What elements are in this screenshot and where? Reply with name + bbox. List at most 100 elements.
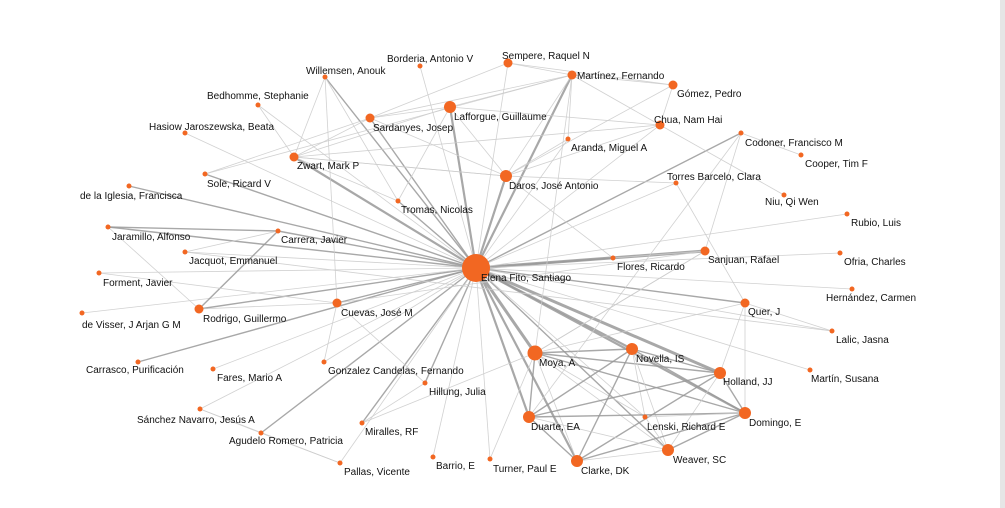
edge-novella-is--lenski-richard-e: [631, 348, 646, 418]
node-label-novella-is: Novella, IS: [636, 354, 685, 365]
node-weaver-sc[interactable]: [662, 444, 674, 456]
edge-carrera-javier--rodrigo-guillermo: [198, 230, 279, 310]
node-de-visser-j-arjan-g-m[interactable]: [79, 310, 85, 316]
edge-moya-a--holland-jj: [534, 352, 721, 374]
node-forment-javier[interactable]: [96, 270, 102, 276]
node-gonzalez-candelas-fernando[interactable]: [321, 359, 327, 365]
node-label-sanjuan-rafael: Sanjuan, Rafael: [708, 255, 779, 266]
edge-elena-fito-santiago--sardanyes-josep: [369, 117, 477, 269]
edge-holland-jj--duarte-ea: [528, 372, 721, 418]
edge-flores-ricardo--daros-jose-antonio: [505, 175, 614, 259]
node-fares-mario-a[interactable]: [210, 366, 216, 372]
node-label-lafforgue-guillaume: Lafforgue, Guillaume: [454, 112, 547, 123]
node-chua-nam-hai[interactable]: [655, 120, 665, 130]
node-carrasco-purificacion[interactable]: [135, 359, 141, 365]
node-quer-j[interactable]: [740, 298, 750, 308]
node-jacquot-emmanuel[interactable]: [182, 249, 188, 255]
node-sanchez-navarro-jesus-a[interactable]: [197, 406, 203, 412]
node-label-jaramillo-alfonso: Jaramillo, Alfonso: [112, 232, 191, 243]
node-label-jacquot-emmanuel: Jacquot, Emmanuel: [189, 256, 277, 267]
node-rodrigo-guillermo[interactable]: [194, 304, 204, 314]
node-zwart-mark-p[interactable]: [289, 152, 299, 162]
node-hernandez-carmen[interactable]: [849, 286, 855, 292]
node-carrera-javier[interactable]: [275, 228, 281, 234]
node-label-bedhomme-stephanie: Bedhomme, Stephanie: [207, 91, 309, 102]
edge-codoner-francisco-m--duarte-ea: [528, 132, 742, 418]
node-moya-a[interactable]: [527, 345, 543, 361]
node-duarte-ea[interactable]: [523, 411, 535, 423]
edge-cuevas-jose-m--hillung-julia: [336, 302, 426, 384]
edge-jaramillo-alfonso--carrera-javier: [107, 226, 279, 232]
node-cooper-tim-f[interactable]: [798, 152, 804, 158]
node-novella-is[interactable]: [626, 343, 638, 355]
node-martinez-fernando[interactable]: [567, 70, 577, 80]
node-cuevas-jose-m[interactable]: [332, 298, 342, 308]
node-label-domingo-e: Domingo, E: [749, 418, 802, 429]
node-sardanyes-josep[interactable]: [365, 113, 375, 123]
node-codoner-francisco-m[interactable]: [738, 130, 744, 136]
node-lalic-jasna[interactable]: [829, 328, 835, 334]
node-label-moya-a: Moya, A: [539, 358, 575, 369]
edge-sanjuan-rafael--moya-a: [534, 250, 706, 354]
node-willemsen-anouk[interactable]: [322, 74, 328, 80]
node-martin-susana[interactable]: [807, 367, 813, 373]
node-turner-paul-e[interactable]: [487, 456, 493, 462]
node-label-de-la-iglesia-francisca: de la Iglesia, Francisca: [80, 191, 183, 202]
edge-lafforgue-guillaume--chua-nam-hai: [449, 106, 661, 126]
node-sempere-raquel-n[interactable]: [503, 58, 513, 68]
edge-daros-jose-antonio--torres-barcelo-clara: [505, 175, 677, 184]
node-label-hasiow-jaroszewska-beata: Hasiow Jaroszewska, Beata: [149, 122, 274, 133]
node-holland-jj[interactable]: [714, 367, 726, 379]
node-jaramillo-alfonso[interactable]: [105, 224, 111, 230]
edge-martinez-fernando--sempere-raquel-n: [507, 62, 573, 76]
node-miralles-rf[interactable]: [359, 420, 365, 426]
node-label-martin-susana: Martín, Susana: [811, 374, 879, 385]
node-agudelo-romero-patricia[interactable]: [258, 430, 264, 436]
node-flores-ricardo[interactable]: [610, 255, 616, 261]
edge-jaramillo-alfonso--rodrigo-guillermo: [107, 226, 200, 310]
edge-elena-fito-santiago--martin-susana: [475, 267, 811, 371]
node-rubio-luis[interactable]: [844, 211, 850, 217]
node-hasiow-jaroszewska-beata[interactable]: [182, 130, 188, 136]
node-label-rubio-luis: Rubio, Luis: [851, 218, 901, 229]
node-niu-qi-wen[interactable]: [781, 192, 787, 198]
node-bedhomme-stephanie[interactable]: [255, 102, 261, 108]
right-edge-divider: [1000, 0, 1005, 508]
edge-clarke-dk--weaver-sc: [576, 449, 669, 462]
edge-sanchez-navarro-jesus-a--pallas-vicente: [199, 408, 341, 464]
node-elena-fito-santiago[interactable]: [462, 254, 490, 282]
node-lafforgue-guillaume[interactable]: [444, 101, 456, 113]
node-label-martinez-fernando: Martínez, Fernando: [577, 71, 665, 82]
node-pallas-vicente[interactable]: [337, 460, 343, 466]
edge-holland-jj--quer-j: [719, 302, 746, 374]
node-sole-ricard-v[interactable]: [202, 171, 208, 177]
node-barrio-e[interactable]: [430, 454, 436, 460]
node-label-hillung-julia: Hillung, Julia: [429, 387, 486, 398]
edge-sempere-raquel-n--sardanyes-josep: [369, 62, 509, 119]
node-label-chua-nam-hai: Chua, Nam Hai: [654, 115, 722, 126]
edge-cuevas-jose-m--forment-javier: [98, 272, 338, 304]
edge-daros-jose-antonio--chua-nam-hai: [505, 124, 661, 177]
edge-elena-fito-santiago--gonzalez-candelas-fernando: [323, 267, 477, 363]
node-lenski-richard-e[interactable]: [642, 414, 648, 420]
edge-moya-a--clarke-dk: [534, 352, 578, 462]
node-ofria-charles[interactable]: [837, 250, 843, 256]
node-daros-jose-antonio[interactable]: [500, 170, 512, 182]
node-aranda-miguel-a[interactable]: [565, 136, 571, 142]
edge-elena-fito-santiago--torres-barcelo-clara: [475, 182, 677, 269]
node-label-clarke-dk: Clarke, DK: [581, 466, 630, 477]
node-clarke-dk[interactable]: [571, 455, 583, 467]
node-de-la-iglesia-francisca[interactable]: [126, 183, 132, 189]
node-domingo-e[interactable]: [739, 407, 751, 419]
edge-hillung-julia--miralles-rf: [361, 382, 426, 424]
node-tromas-nicolas[interactable]: [395, 198, 401, 204]
node-label-niu-qi-wen: Niu, Qi Wen: [765, 197, 819, 208]
node-gomez-pedro[interactable]: [668, 80, 678, 90]
node-sanjuan-rafael[interactable]: [700, 246, 710, 256]
edge-elena-fito-santiago--turner-paul-e: [475, 267, 491, 460]
node-borderia-antonio-v[interactable]: [417, 63, 423, 69]
node-torres-barcelo-clara[interactable]: [673, 180, 679, 186]
node-hillung-julia[interactable]: [422, 380, 428, 386]
edge-elena-fito-santiago--forment-javier: [98, 267, 477, 274]
